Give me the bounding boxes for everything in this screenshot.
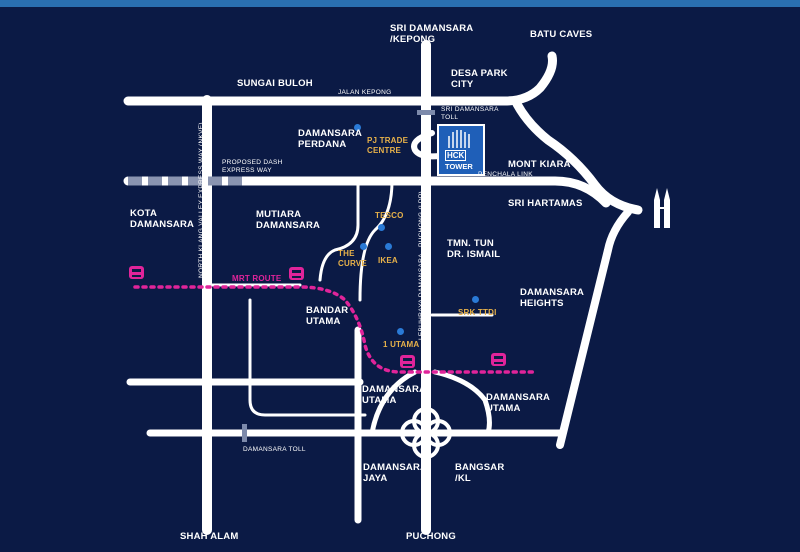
- pj-trade-loop: [411, 130, 443, 160]
- poi-dot-curve: [360, 243, 367, 250]
- label-penchala-link: PENCHALA LINK: [478, 171, 533, 178]
- label-desa-park-city: DESA PARK CITY: [451, 68, 508, 90]
- poi-dot-pj-trade: [354, 124, 361, 131]
- label-bangsar-kl: BANGSAR /KL: [455, 462, 505, 484]
- label-damansara-toll: DAMANSARA TOLL: [243, 446, 306, 453]
- label-damansara-utama-east: DAMANSARA UTAMA: [486, 392, 551, 414]
- label-sri-hartamas: SRI HARTAMAS: [508, 198, 583, 209]
- label-damansara-heights: DAMANSARA HEIGHTS: [520, 287, 585, 309]
- damansara-toll-bar: [242, 424, 247, 442]
- sprint-lower: [248, 298, 367, 417]
- label-ldp: LEBUHRAYA DAMANSARA - PUCHONG (LDP): [418, 191, 425, 340]
- du-curve-east: [432, 369, 492, 436]
- poi-dot-ikea: [385, 243, 392, 250]
- label-srk-ttdi: SRK TTDI: [458, 308, 497, 317]
- label-the-curve: THE CURVE: [338, 249, 367, 268]
- label-batu-caves: BATU CAVES: [530, 29, 593, 40]
- label-kota-damansara: KOTA DAMANSARA: [130, 208, 195, 230]
- label-tesco: TESCO: [375, 211, 404, 220]
- label-sri-damansara-kepong: SRI DAMANSARA /KEPONG: [390, 23, 474, 45]
- mrt-train-icon: [289, 267, 304, 280]
- label-sungai-buloh: SUNGAI BULOH: [237, 78, 313, 89]
- penchala-link-road: [123, 176, 611, 208]
- label-puchong: PUCHONG: [406, 531, 456, 542]
- interchange-loop-4: [412, 431, 440, 459]
- label-shah-alam: SHAH ALAM: [180, 531, 239, 542]
- tower-name: HCK: [445, 150, 467, 161]
- label-pj-trade-centre: PJ TRADE CENTRE: [367, 136, 409, 155]
- label-damansara-utama-west: DAMANSARA UTAMA: [362, 384, 427, 406]
- label-bandar-utama: BANDAR UTAMA: [306, 305, 349, 327]
- mrt-train-icon: [491, 353, 506, 366]
- label-mont-kiara: MONT KIARA: [508, 159, 571, 170]
- label-mrt-route: MRT ROUTE: [232, 274, 282, 283]
- label-damansara-perdana: DAMANSARA PERDANA: [298, 128, 363, 150]
- label-nkve: NORTH KLANG VALLEY EXPRESS WAY (NKVE): [198, 122, 205, 278]
- petronas-towers-icon: [654, 188, 670, 228]
- label-ttdi: TMN. TUN DR. ISMAIL: [447, 238, 501, 260]
- mutiara-road-1: [318, 179, 360, 282]
- mrt-train-icon: [400, 355, 415, 368]
- label-proposed-dash: PROPOSED DASH EXPRESS WAY: [222, 159, 283, 174]
- poi-dot-srk-ttdi: [472, 296, 479, 303]
- mrt-train-icon: [129, 266, 144, 279]
- mrt-route-line: [133, 285, 537, 374]
- poi-dot-tesco: [378, 224, 385, 231]
- eastern-highway: [556, 208, 632, 449]
- building-icon: [448, 130, 470, 148]
- poi-dot-1-utama: [397, 328, 404, 335]
- label-damansara-jaya: DAMANSARA JAYA: [363, 462, 428, 484]
- du-curve-west: [369, 369, 418, 436]
- jalan-kepong-road: [123, 51, 557, 106]
- mont-kiara-highway: [512, 99, 643, 215]
- mutiara-road-2: [358, 179, 394, 302]
- hck-tower-marker: HCK TOWER: [437, 124, 485, 176]
- label-1-utama: 1 UTAMA: [383, 340, 420, 349]
- tower-subtitle: TOWER: [445, 162, 473, 171]
- sri-damansara-toll-bar: [417, 110, 435, 115]
- label-sri-damansara-toll: SRI DAMANSARA TOLL: [441, 106, 499, 121]
- label-jalan-kepong: JALAN KEPONG: [338, 89, 392, 96]
- label-ikea: IKEA: [378, 256, 398, 265]
- label-mutiara-damansara: MUTIARA DAMANSARA: [256, 209, 321, 231]
- top-accent-bar: [0, 0, 800, 7]
